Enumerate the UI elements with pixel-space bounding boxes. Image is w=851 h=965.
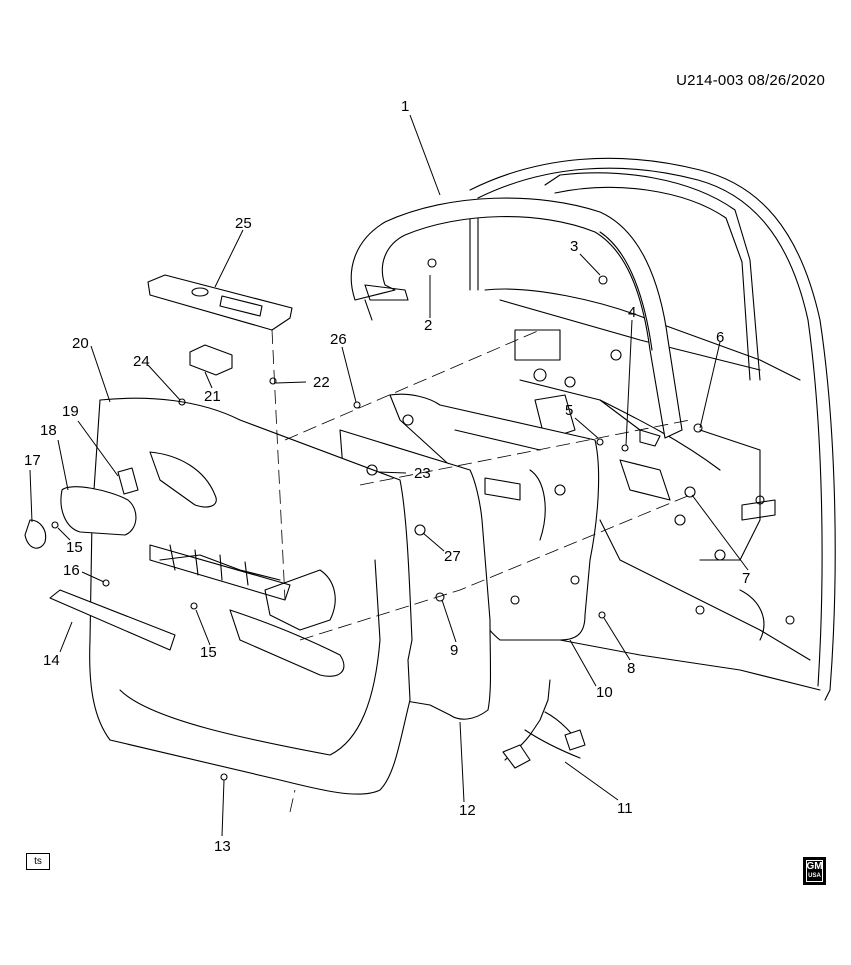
gm-logo: GM USA <box>803 857 826 885</box>
alignment-lines <box>271 329 691 813</box>
door-trim-panel <box>89 397 413 795</box>
lower-trim-strip <box>49 589 176 651</box>
handle-cap <box>24 519 47 549</box>
leader-lines <box>29 114 749 837</box>
callout-12: 12 <box>459 802 476 819</box>
callout-9: 9 <box>450 642 458 659</box>
callout-6: 6 <box>716 329 724 346</box>
callout-18: 18 <box>40 422 57 439</box>
callout-1: 1 <box>401 98 409 115</box>
callout-5: 5 <box>565 402 573 419</box>
callout-26: 26 <box>330 331 347 348</box>
gm-logo-text: GM <box>806 861 823 872</box>
callout-7: 7 <box>742 570 750 587</box>
fasteners <box>51 258 703 781</box>
callout-19: 19 <box>62 403 79 420</box>
callout-4: 4 <box>628 304 636 321</box>
callout-22: 22 <box>313 374 330 391</box>
callout-27: 27 <box>444 548 461 565</box>
callout-10: 10 <box>596 684 613 701</box>
callout-24: 24 <box>133 353 150 370</box>
wiring-harness <box>502 679 586 769</box>
gm-logo-subtext: USA <box>808 873 821 879</box>
switch-bezel <box>147 274 293 331</box>
callout-8: 8 <box>627 660 635 677</box>
callout-25: 25 <box>235 215 252 232</box>
gm-logo-frame <box>806 860 823 882</box>
door-frame <box>469 157 836 701</box>
callout-2: 2 <box>424 317 432 334</box>
callout-13: 13 <box>214 838 231 855</box>
window-switch <box>189 344 233 376</box>
callout-15-handle: 15 <box>66 539 83 556</box>
inside-handle-bracket <box>117 467 139 495</box>
corner-tag: ts <box>26 853 50 870</box>
callout-15-panel: 15 <box>200 644 217 661</box>
diagram-code: U214-003 08/26/2020 <box>676 72 825 89</box>
callout-21: 21 <box>204 388 221 405</box>
window-run-channel <box>350 197 683 447</box>
callout-16: 16 <box>63 562 80 579</box>
callout-14: 14 <box>43 652 60 669</box>
callout-20: 20 <box>72 335 89 352</box>
callout-labels: 1 2 3 4 5 6 7 8 9 10 11 12 13 14 15 15 1… <box>24 98 750 855</box>
callout-23: 23 <box>414 465 431 482</box>
callout-3: 3 <box>570 238 578 255</box>
callout-11: 11 <box>617 800 633 817</box>
callout-17: 17 <box>24 452 41 469</box>
inside-handle <box>60 486 137 536</box>
